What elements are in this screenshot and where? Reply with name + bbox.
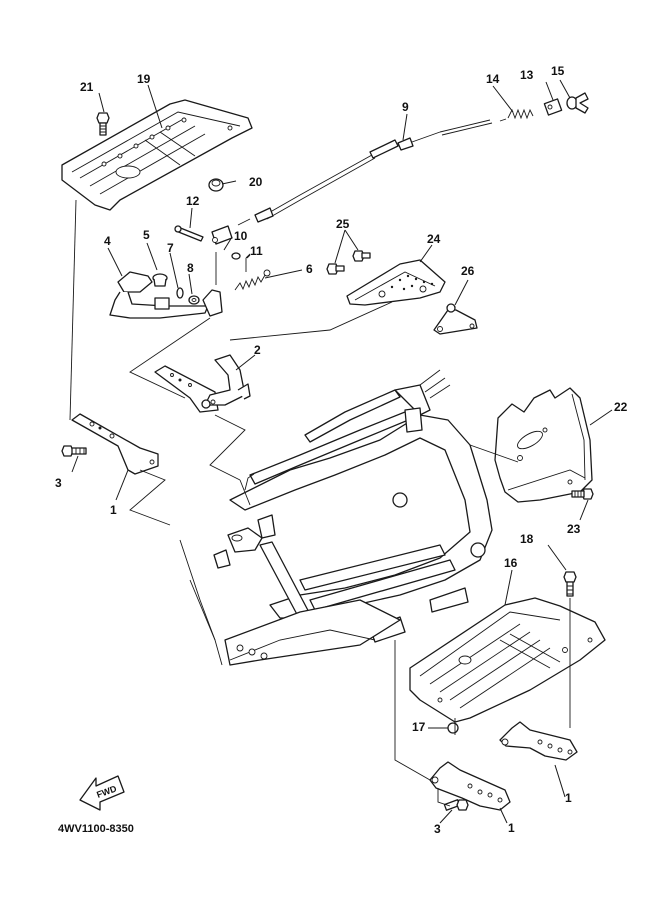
callouts: 21 19 20 9 14 13 15 12 5 4 7 8 10 11 6 2… (55, 64, 628, 836)
callout-16: 16 (504, 556, 518, 570)
callout-15: 15 (551, 64, 565, 78)
callout-7: 7 (167, 241, 174, 255)
callout-1-left: 1 (110, 503, 117, 517)
part-17-nut (447, 722, 459, 734)
part-4-brake-pedal (109, 271, 223, 319)
callout-1-right-lower: 1 (508, 821, 515, 835)
part-code: 4WV1100-8350 (58, 823, 134, 835)
callout-1-right-upper: 1 (565, 791, 572, 805)
leader-lines (69, 79, 613, 824)
callout-14: 14 (486, 72, 500, 86)
part-3-bolt-right (443, 799, 469, 811)
part-20-nut (208, 178, 224, 192)
callout-8: 8 (187, 261, 194, 275)
part-21-bolt (96, 112, 110, 136)
fwd-arrow-icon: FWD (79, 775, 125, 811)
part-23-bolt (571, 488, 594, 500)
part-12-pin (174, 225, 204, 242)
callout-2: 2 (254, 343, 261, 357)
callout-23: 23 (567, 522, 581, 536)
callout-24: 24 (427, 232, 441, 246)
part-6-spring (234, 269, 271, 291)
part-2-bracket (154, 354, 251, 413)
part-7-clip (176, 287, 184, 299)
frame (179, 369, 493, 666)
part-15-wing-nut (566, 92, 589, 114)
part-26-bracket (433, 303, 478, 335)
callout-18: 18 (520, 532, 534, 546)
callout-6: 6 (306, 262, 313, 276)
callout-17: 17 (412, 720, 426, 734)
callout-21: 21 (80, 80, 94, 94)
part-11-cotter-pin (245, 253, 251, 272)
callout-22: 22 (614, 400, 628, 414)
callout-3-left: 3 (55, 476, 62, 490)
part-14-spring (499, 108, 534, 122)
part-1-bracket-left (71, 413, 159, 475)
part-16-plate (409, 597, 606, 723)
part-5-cap (152, 273, 168, 287)
part-8-washer (188, 295, 200, 305)
cable-clevis (211, 225, 233, 245)
callout-4: 4 (104, 234, 111, 248)
callout-20: 20 (249, 175, 263, 189)
callout-11: 11 (250, 244, 263, 258)
callout-5: 5 (143, 228, 150, 242)
part-13-joint (543, 98, 563, 116)
part-10-washer (231, 252, 241, 260)
part-22-guard (494, 387, 593, 503)
callout-12: 12 (186, 194, 200, 208)
part-25-bolts (326, 250, 371, 275)
part-1-bracket-right-lower (429, 761, 511, 811)
callout-25: 25 (336, 217, 350, 231)
part-18-bolt (563, 571, 577, 597)
callout-19: 19 (137, 72, 151, 86)
callout-3-right: 3 (434, 822, 441, 836)
part-19-plate (61, 99, 253, 211)
callout-26: 26 (461, 264, 475, 278)
callout-10: 10 (234, 229, 248, 243)
callout-9: 9 (402, 100, 409, 114)
callout-13: 13 (520, 68, 534, 82)
part-9-cable (237, 119, 493, 226)
part-24-plate (346, 259, 446, 306)
part-3-bolt-left (61, 445, 87, 457)
part-1-bracket-right-upper (499, 721, 578, 761)
